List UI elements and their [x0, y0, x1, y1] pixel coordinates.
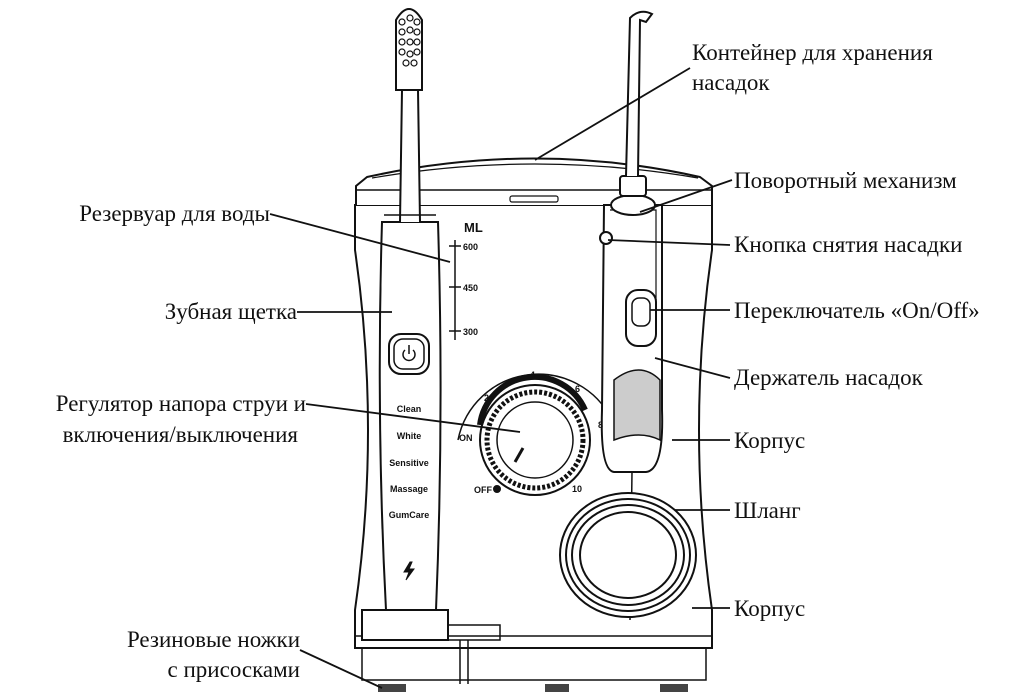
mode-sensitive: Sensitive [389, 458, 429, 468]
dial-off-label: OFF [474, 485, 492, 495]
label-container-1: Контейнер для хранения [692, 40, 933, 65]
label-toothbrush: Зубная щетка [164, 299, 297, 324]
foot-mid [545, 684, 569, 692]
dial-number-6: 6 [575, 384, 580, 394]
release-button [599, 231, 613, 245]
label-hose: Шланг [734, 498, 801, 523]
label-feet-2: с присосками [167, 657, 300, 682]
label-reservoir: Резервуар для воды [79, 201, 270, 226]
mode-massage: Massage [390, 484, 428, 494]
dial-number-2: 2 [484, 393, 489, 403]
foot-left [378, 684, 406, 692]
label-release-button: Кнопка снятия насадки [734, 232, 963, 257]
scale-mark-450: 450 [463, 283, 478, 293]
label-body-lower: Корпус [734, 596, 806, 621]
label-rotary: Поворотный механизм [734, 168, 957, 193]
label-feet-1: Резиновые ножки [126, 627, 300, 652]
power-icon [402, 349, 416, 362]
hose-coil [559, 492, 697, 618]
mode-clean: Clean [397, 404, 422, 414]
dial-number-10: 10 [572, 484, 582, 494]
leader-lines [269, 67, 733, 689]
toothbrush-neck [399, 89, 421, 223]
label-regulator-1: Регулятор напора струи и [55, 391, 306, 416]
mode-white: White [397, 431, 422, 441]
mode-gumcare: GumCare [389, 510, 430, 520]
label-container-2: насадок [692, 70, 770, 95]
label-body-upper: Корпус [734, 428, 806, 453]
scale-unit: ML [464, 220, 483, 235]
on-off-switch [625, 289, 657, 347]
nozzle-tip [625, 10, 654, 177]
dial-on-label: ON [459, 433, 473, 443]
charge-icon [403, 561, 415, 581]
label-holder: Держатель насадок [734, 365, 923, 390]
rotary-ring [610, 194, 656, 216]
label-switch: Переключатель «On/Off» [734, 298, 980, 323]
scale-mark-300: 300 [463, 327, 478, 337]
scale-mark-600: 600 [463, 242, 478, 252]
foot-right [660, 684, 688, 692]
dial-number-4: 4 [530, 370, 535, 380]
toothbrush-handle [378, 221, 442, 611]
label-regulator-2: включения/выключения [62, 422, 298, 447]
dial-number-8: 8 [598, 420, 603, 430]
charging-base [361, 609, 449, 641]
